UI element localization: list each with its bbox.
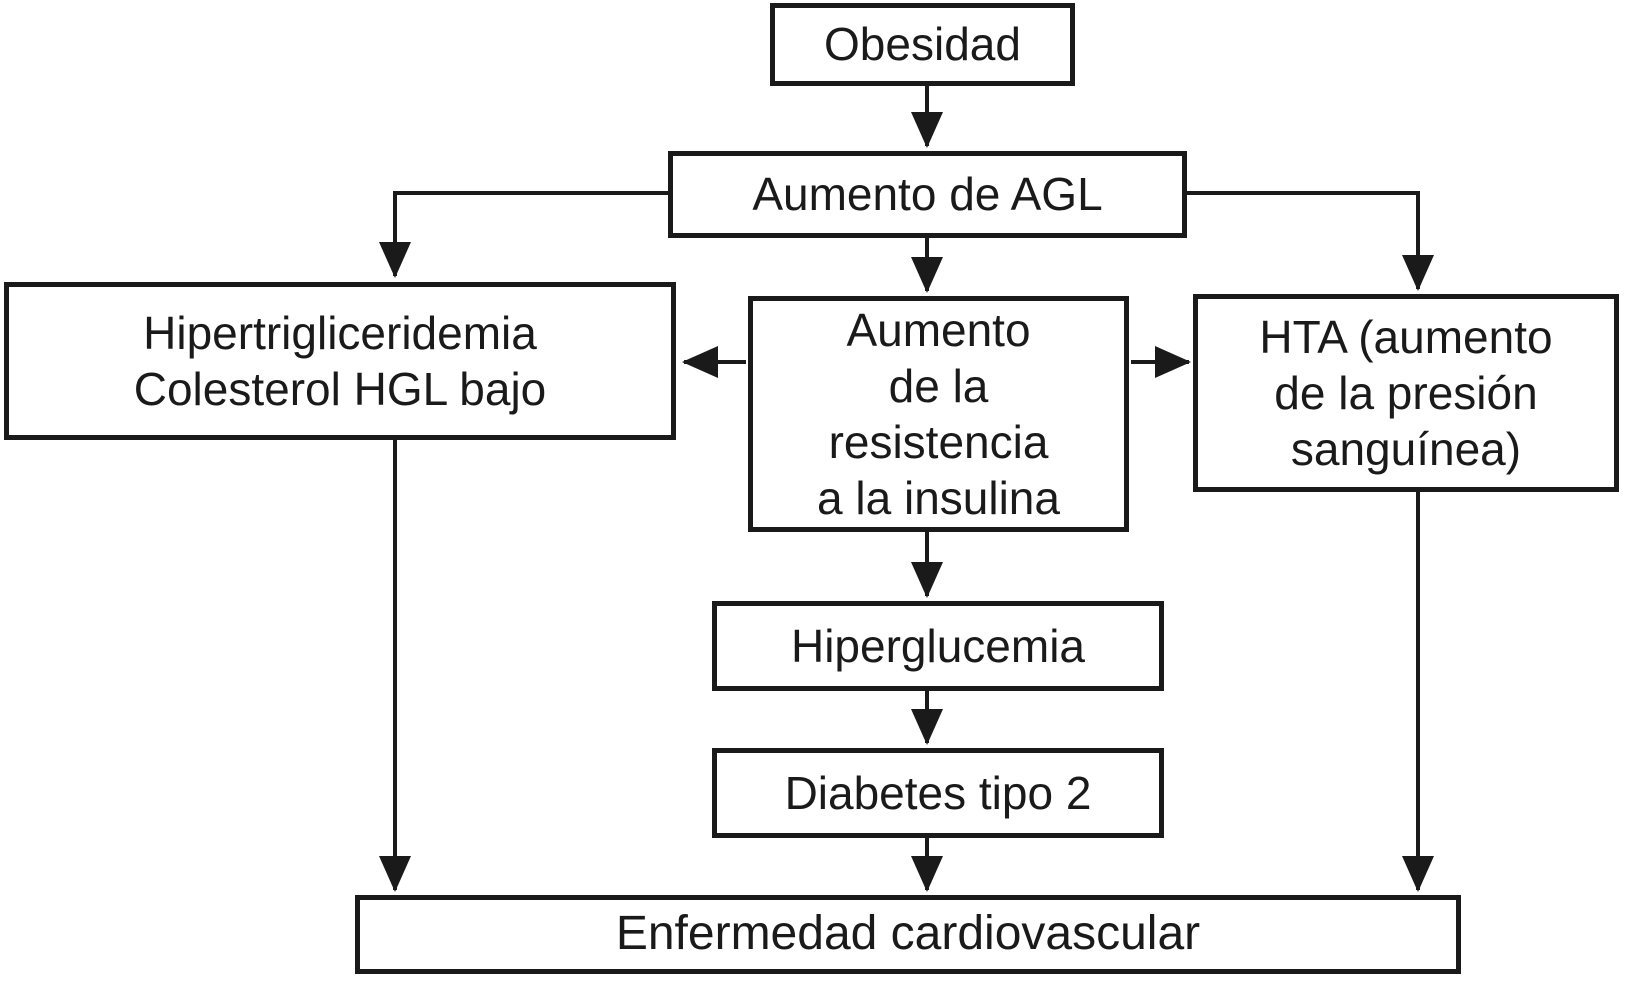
node-hipertrigliceridemia-label: Hipertrigliceridemia Colesterol HGL bajo (133, 306, 547, 415)
node-hipertrigliceridemia: Hipertrigliceridemia Colesterol HGL bajo (4, 282, 676, 440)
node-obesidad-label: Obesidad (824, 18, 1021, 71)
node-hiperglucemia: Hiperglucemia (712, 601, 1164, 691)
node-resistencia-insulina-label: Aumento de la resistencia a la insulina (817, 303, 1060, 525)
node-diabetes-tipo-2: Diabetes tipo 2 (712, 748, 1164, 838)
node-hiperglucemia-label: Hiperglucemia (790, 619, 1085, 672)
node-hta: HTA (aumento de la presión sanguínea) (1193, 294, 1619, 492)
node-diabetes-tipo-2-label: Diabetes tipo 2 (784, 766, 1092, 819)
node-enfermedad-cardiovascular: Enfermedad cardiovascular (355, 895, 1461, 974)
edge-agl-to-lipids (379, 191, 668, 278)
node-hta-label: HTA (aumento de la presión sanguínea) (1259, 310, 1553, 476)
node-resistencia-insulina: Aumento de la resistencia a la insulina (748, 296, 1129, 532)
node-obesidad: Obesidad (770, 3, 1075, 86)
edge-agl-to-hta (1187, 191, 1434, 291)
node-enfermedad-cardiovascular-label: Enfermedad cardiovascular (615, 907, 1201, 961)
node-aumento-de-agl-label: Aumento de AGL (752, 168, 1103, 221)
node-aumento-de-agl: Aumento de AGL (668, 151, 1187, 238)
